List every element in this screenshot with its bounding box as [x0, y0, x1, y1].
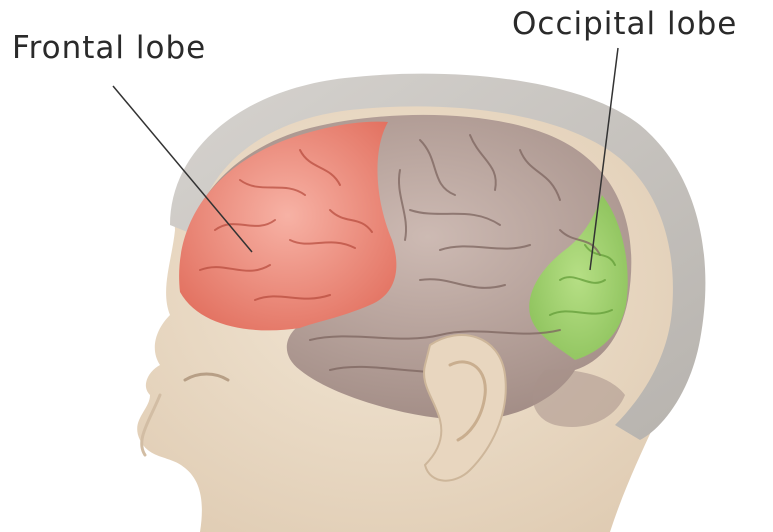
frontal-lobe-label: Frontal lobe — [12, 30, 206, 66]
occipital-lobe-label: Occipital lobe — [512, 6, 737, 42]
